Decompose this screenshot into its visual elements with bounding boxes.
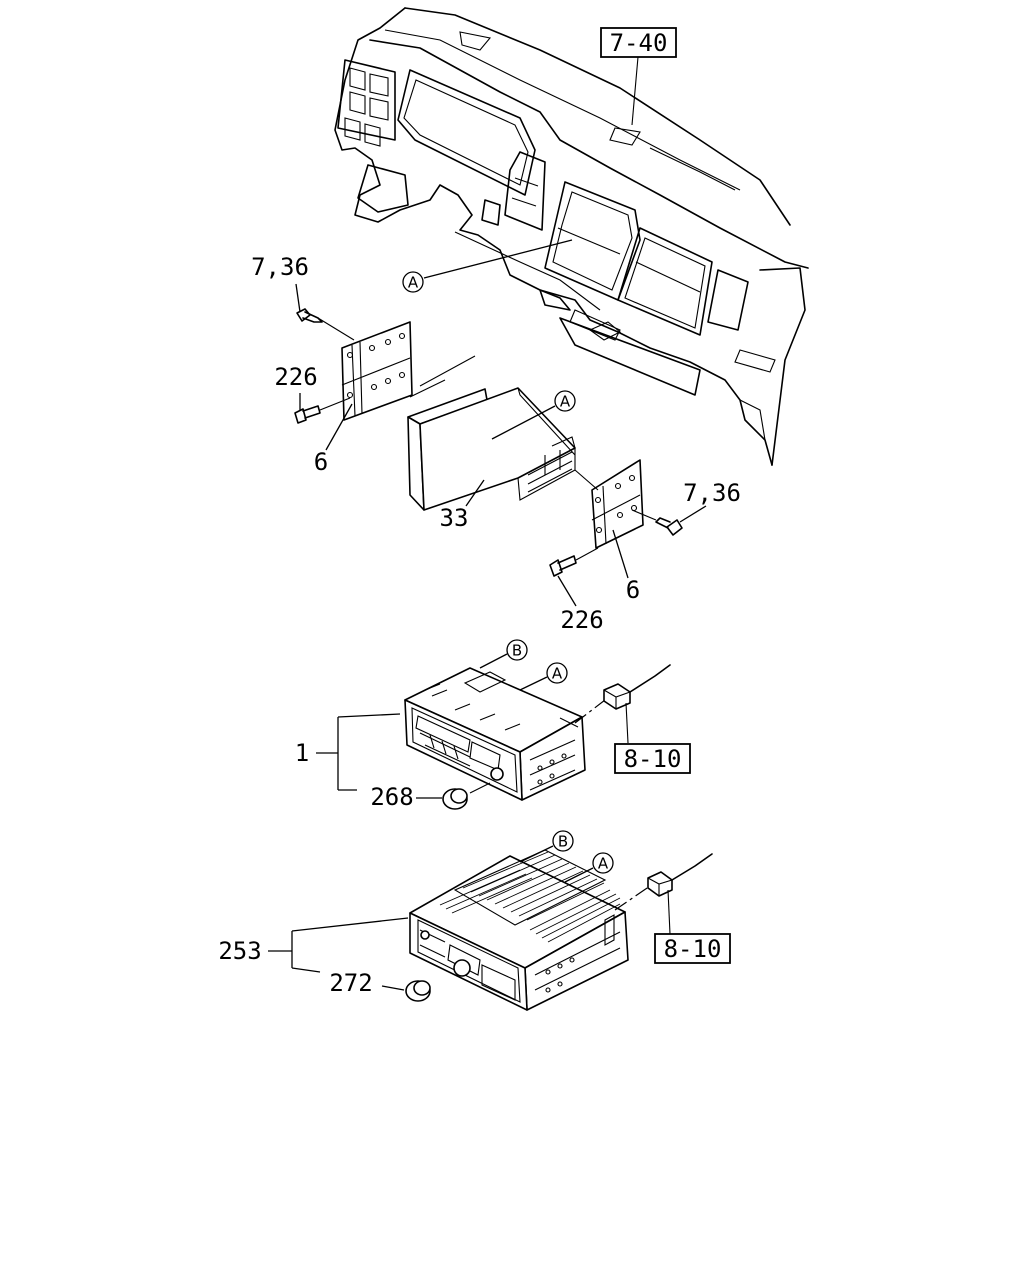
part-label-226-right: 226	[560, 606, 603, 634]
marker-a-dashboard-label: A	[408, 274, 419, 292]
leader-226-right	[557, 575, 577, 607]
screw-7-36-right	[631, 509, 683, 536]
bracket-left	[341, 321, 413, 421]
dashboard-assembly	[334, 7, 809, 466]
part-label-226-left: 226	[274, 363, 317, 391]
screw-7-36-left	[296, 308, 355, 341]
leader-6-left	[325, 403, 353, 451]
marker-a-radio-2-label: A	[598, 855, 609, 873]
marker-a-radio-1-label: A	[552, 665, 563, 683]
marker-a-pocket-label: A	[560, 393, 571, 411]
leader-272	[381, 985, 405, 991]
ref-7-40: 7-40	[600, 27, 677, 126]
bolt-226-right	[549, 547, 599, 577]
marker-a-dashboard: A	[402, 239, 573, 293]
part-label-268: 268	[370, 783, 413, 811]
connector-radio-1	[574, 664, 671, 744]
ref-8-10-top: 8-10	[614, 743, 691, 774]
radio-unit-1	[404, 667, 586, 801]
part-label-272: 272	[329, 969, 372, 997]
marker-b-radio-2: B	[519, 830, 574, 863]
leader-6-right	[612, 529, 629, 579]
knob-272	[405, 980, 431, 1002]
ref-8-10-bottom-label: 8-10	[664, 935, 722, 963]
leader-33	[465, 479, 485, 507]
marker-a-radio-1: A	[519, 662, 568, 691]
leader-7-36-left	[295, 283, 301, 313]
part-label-33: 33	[440, 504, 469, 532]
marker-a-radio-2: A	[564, 852, 614, 883]
ref-7-40-label: 7-40	[610, 29, 668, 57]
part-label-1: 1	[295, 739, 309, 767]
pocket-33	[407, 355, 576, 511]
marker-b-radio-2-label: B	[558, 833, 568, 851]
leader-253-group	[268, 917, 409, 973]
part-label-7-36-right: 7,36	[683, 479, 741, 507]
bracket-right	[574, 459, 644, 549]
part-label-6-right: 6	[626, 576, 640, 604]
marker-b-radio-1-label: B	[512, 642, 522, 660]
part-label-6-left: 6	[314, 448, 328, 476]
part-label-253: 253	[218, 937, 261, 965]
bolt-226-left	[294, 397, 351, 424]
leader-7-36-right	[679, 505, 707, 523]
marker-a-pocket: A	[491, 390, 576, 440]
ref-8-10-top-label: 8-10	[624, 745, 682, 773]
knob-268	[442, 782, 491, 810]
part-label-7-36-left: 7,36	[251, 253, 309, 281]
leader-1-group	[316, 713, 401, 791]
ref-8-10-bottom: 8-10	[654, 933, 731, 964]
connector-radio-2	[614, 853, 713, 935]
radio-unit-2	[409, 849, 629, 1011]
marker-b-radio-1: B	[479, 639, 528, 669]
